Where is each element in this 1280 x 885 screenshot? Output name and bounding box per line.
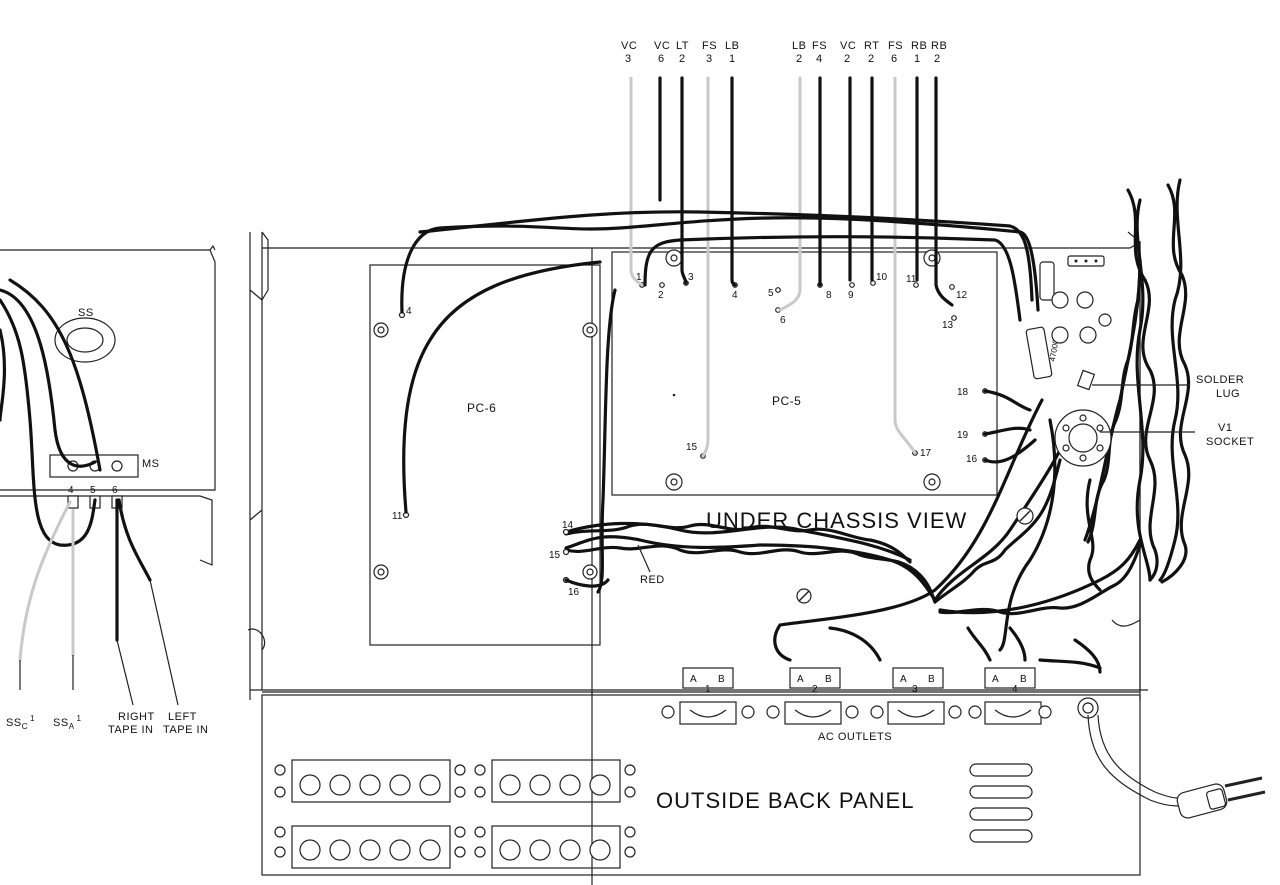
chassis-screws (796, 507, 1034, 604)
v1-socket-line2: SOCKET (1206, 436, 1254, 448)
pc5-terminal-17: 17 (920, 448, 932, 459)
pc5-terminal-4: 4 (732, 290, 738, 301)
top-label-4-bottom: 3 (706, 53, 713, 65)
pc6-board: PC-6 4 11 (369, 264, 601, 646)
outlet3-side-a: A (900, 674, 907, 685)
side-terminals: 14 15 16 RED (549, 520, 665, 598)
vent-slots (969, 763, 1033, 843)
top-label-6-top: LB (792, 40, 806, 52)
pc5-terminal-6: 6 (780, 315, 786, 326)
red-wire-label: RED (640, 574, 665, 586)
outlet1-side-a: A (690, 674, 697, 685)
jack-row-bottom-right (474, 825, 636, 869)
ss-label: SS (78, 307, 94, 319)
back-panel-title: OUTSIDE BACK PANEL (656, 788, 914, 813)
left-panel: SS MS 4 5 6 SSC1 SSA1 RIGHT TAPE IN LEFT… (0, 244, 216, 736)
top-label-5-bottom: 1 (729, 53, 736, 65)
pc5-terminal-10: 10 (876, 272, 888, 283)
pc5-terminal-2: 2 (658, 290, 664, 301)
solder-lug-line1: SOLDER (1196, 374, 1244, 386)
ms-pin-5: 5 (90, 485, 96, 496)
side-terminal-14: 14 (562, 520, 574, 531)
top-label-2-bottom: 6 (658, 53, 665, 65)
pc5-terminal-8: 8 (826, 290, 832, 301)
jack-row-top-right (474, 759, 636, 803)
outlet2-side-a: A (797, 674, 804, 685)
jack-row-bottom-left (274, 825, 466, 869)
side-terminal-15: 15 (549, 550, 561, 561)
ms-pin-6: 6 (112, 485, 118, 496)
dark-wires (400, 76, 1057, 662)
top-wire-labels: VC 3 VC 6 LT 2 FS 3 LB 1 LB 2 FS 4 VC 2 … (621, 40, 947, 65)
outlet-number-4: 4 (1012, 684, 1018, 695)
outside-back-panel: AC OUTLETS (261, 694, 1141, 876)
top-label-10-top: FS (888, 40, 903, 52)
under-chassis-title: UNDER CHASSIS VIEW (706, 508, 967, 533)
outlet3-side-b: B (928, 674, 935, 685)
top-label-5-top: LB (725, 40, 739, 52)
pc5-terminal-12: 12 (956, 290, 968, 301)
pc6-terminal-11: 11 (392, 511, 403, 522)
ss-a-label: SSA1 (53, 714, 82, 731)
tube-socket-area: 47000 SOLDER LUG V1 SOCKET (1025, 255, 1254, 467)
outlet4-side-b: B (1020, 674, 1027, 685)
pc5-terminal-15: 15 (686, 442, 698, 453)
pc5-terminal-13: 13 (942, 320, 954, 331)
pc5-terminal-11: 11 (906, 274, 917, 285)
top-label-8-top: VC (840, 40, 856, 52)
top-label-11-top: RB (911, 40, 927, 52)
resistor-value: 47000 (1048, 338, 1061, 362)
pc5-terminal-16: 16 (966, 454, 978, 465)
top-label-8-bottom: 2 (844, 53, 851, 65)
outlet2-side-b: B (825, 674, 832, 685)
pc5-terminal-3: 3 (688, 272, 694, 283)
top-label-7-top: FS (812, 40, 827, 52)
top-label-9-bottom: 2 (868, 53, 875, 65)
jack-row-top-left (274, 759, 466, 803)
top-label-6-bottom: 2 (796, 53, 803, 65)
pc5-board: PC-5 1 2 3 4 5 6 8 9 10 11 12 13 15 16 1… (611, 249, 998, 496)
v1-socket-line1: V1 (1218, 422, 1232, 434)
light-wires (629, 76, 917, 458)
top-label-7-bottom: 4 (816, 53, 823, 65)
outlet-number-2: 2 (812, 684, 818, 695)
ms-pin-4: 4 (68, 485, 74, 496)
ac-outlet-blocks: A B 1 A B 2 A B 3 A B 4 (682, 667, 1036, 695)
ms-label: MS (142, 458, 160, 470)
pc6-terminal-4: 4 (406, 306, 412, 317)
top-label-4-top: FS (702, 40, 717, 52)
pc5-terminal-18: 18 (957, 387, 969, 398)
top-label-10-bottom: 6 (891, 53, 898, 65)
top-label-1-top: VC (621, 40, 637, 52)
pc5-terminal-9: 9 (848, 290, 854, 301)
top-label-12-top: RB (931, 40, 947, 52)
top-label-11-bottom: 1 (914, 53, 921, 65)
left-tape-in-line1: LEFT (168, 711, 197, 723)
left-tape-in-line2: TAPE IN (163, 724, 208, 736)
pc5-terminal-1: 1 (636, 272, 642, 283)
pc5-label: PC-5 (772, 394, 801, 408)
top-label-2-top: VC (654, 40, 670, 52)
top-label-9-top: RT (864, 40, 879, 52)
pc6-label: PC-6 (467, 401, 496, 415)
right-tape-in-line1: RIGHT (118, 711, 155, 723)
ss-c-label: SSC1 (6, 714, 35, 731)
right-tape-in-line2: TAPE IN (108, 724, 153, 736)
pc5-terminal-19: 19 (957, 430, 969, 441)
top-label-3-bottom: 2 (679, 53, 686, 65)
ac-outlets-label: AC OUTLETS (818, 731, 892, 743)
top-label-3-top: LT (676, 40, 689, 52)
twisted-pairs (564, 178, 1191, 674)
top-label-12-bottom: 2 (934, 53, 941, 65)
side-terminal-16: 16 (568, 587, 580, 598)
outlet-number-3: 3 (912, 684, 918, 695)
top-label-1-bottom: 3 (625, 53, 632, 65)
outlet4-side-a: A (992, 674, 999, 685)
pc5-terminal-5: 5 (768, 288, 774, 299)
power-cord (1087, 714, 1266, 819)
solder-lug-line2: LUG (1216, 388, 1240, 400)
outlet-number-1: 1 (705, 684, 711, 695)
outlet1-side-b: B (718, 674, 725, 685)
